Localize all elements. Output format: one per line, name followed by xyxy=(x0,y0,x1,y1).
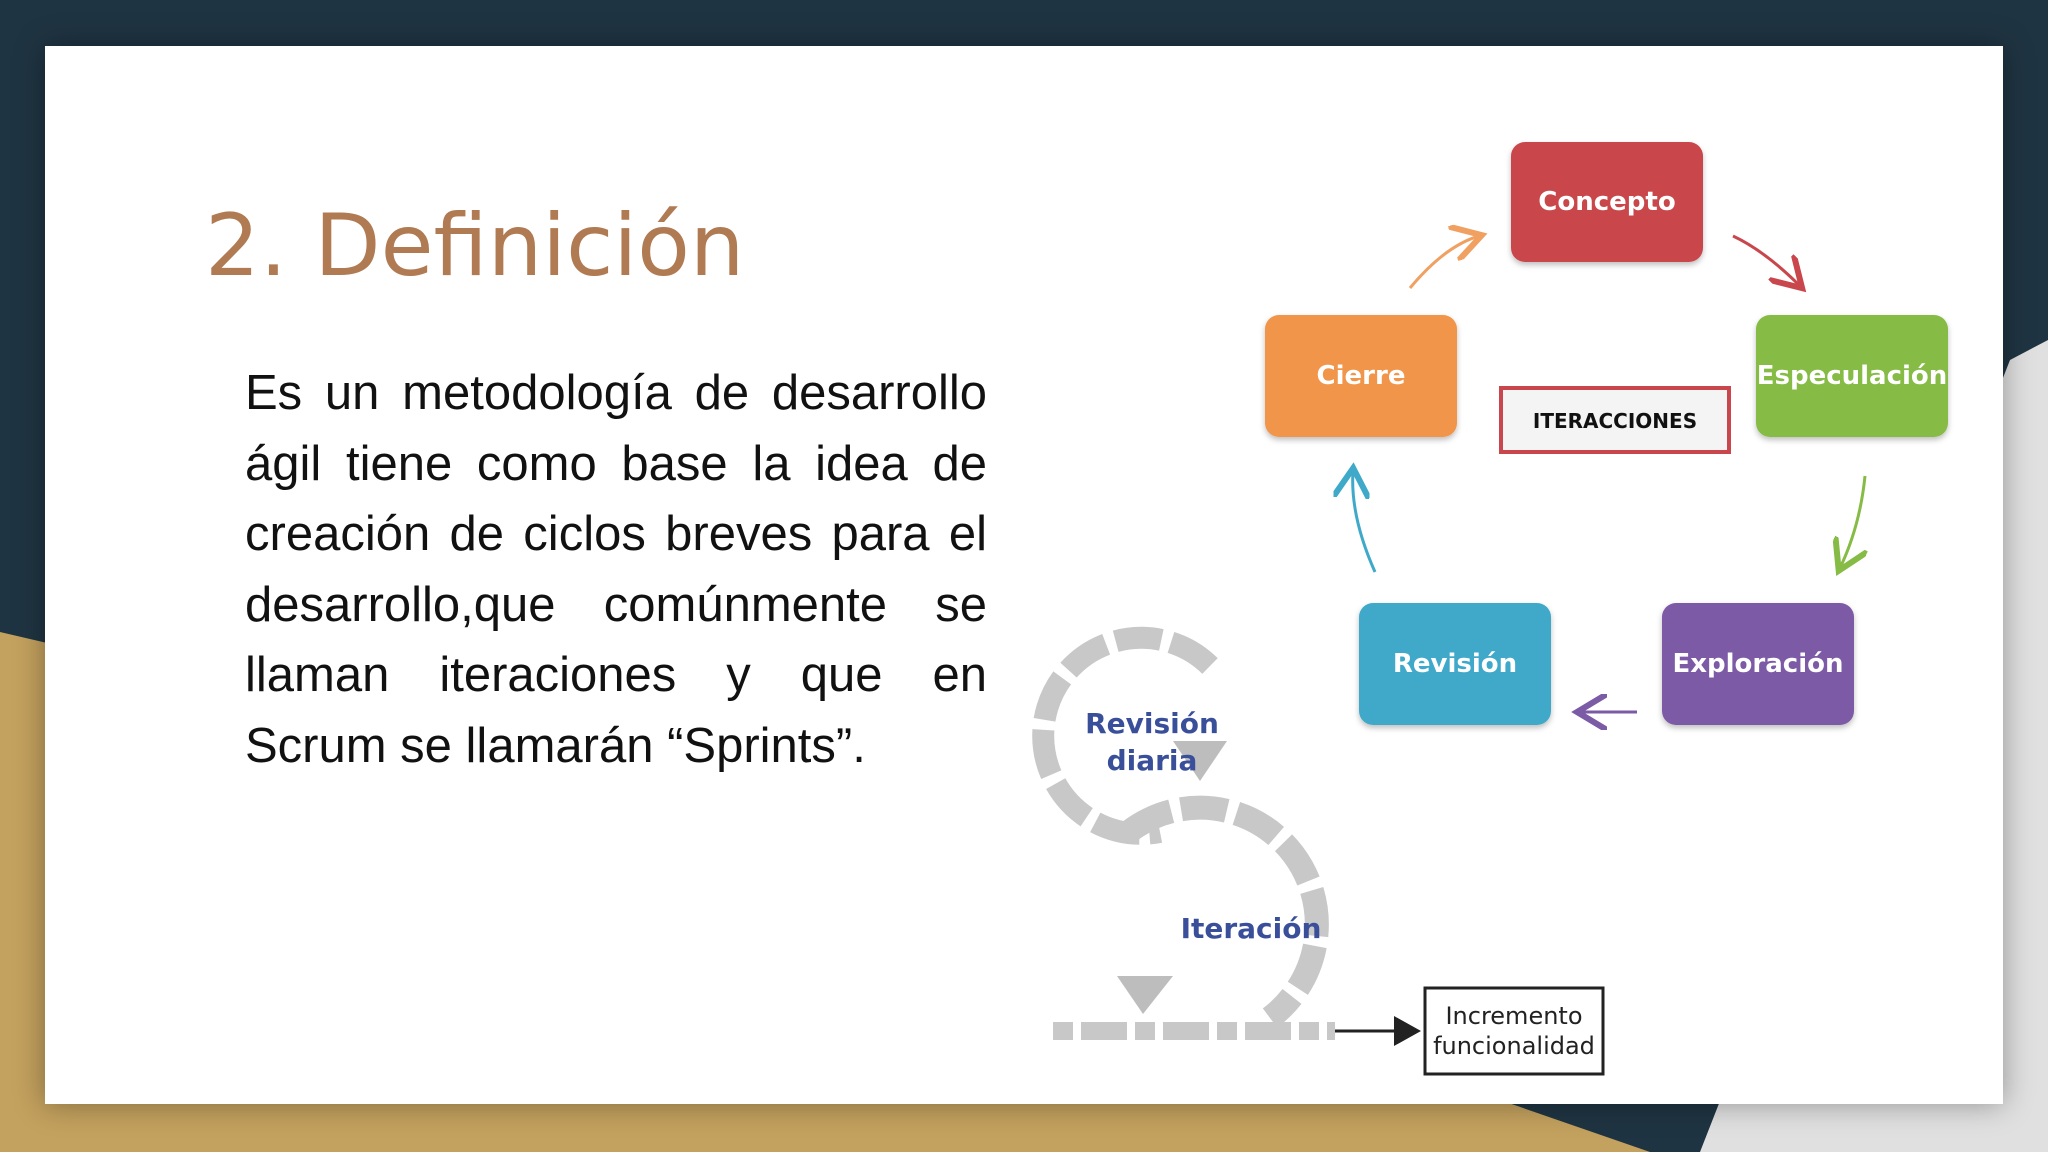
daily-review-label-2: diaria xyxy=(1107,744,1198,777)
daily-review-arrowhead xyxy=(1173,741,1227,781)
output-box xyxy=(1423,986,1605,1076)
stage-concepto-label: Concepto xyxy=(1538,187,1675,217)
arrow-cierre-to-concepto xyxy=(1408,236,1479,289)
iteraciones-label: ITERACCIONES xyxy=(1533,409,1697,433)
stage-exploracion: Exploración xyxy=(1662,603,1854,725)
iteration-label: Iteración xyxy=(1181,912,1322,945)
slide-body-text: Es un metodología de desarrollo ágil tie… xyxy=(245,366,987,773)
daily-review-label-1: Revisión xyxy=(1085,707,1219,740)
iteration-arc xyxy=(1122,795,1329,1028)
arrow-concepto-to-especulacion xyxy=(1732,234,1800,286)
daily-review-arc xyxy=(1032,626,1218,845)
arrow-especulacion-to-exploracion xyxy=(1840,475,1865,568)
stage-cierre-label: Cierre xyxy=(1317,361,1406,391)
slide-card: 2. Definición Es un metodología de desar… xyxy=(45,46,2003,1104)
stage-exploracion-label: Exploración xyxy=(1673,649,1844,679)
stage-cierre: Cierre xyxy=(1265,315,1457,437)
output-label-2: funcionalidad xyxy=(1433,1032,1595,1060)
scrum-iteration-diagram: Revisión diaria Iteración Incremento fun… xyxy=(1032,626,1605,1076)
slide-title: 2. Definición xyxy=(205,196,745,296)
iteration-arrowhead xyxy=(1117,976,1173,1014)
iteraciones-label-box: ITERACCIONES xyxy=(1499,386,1731,454)
arrow-revision-to-cierre xyxy=(1353,471,1377,573)
stage-especulacion: Especulación xyxy=(1756,315,1948,437)
stage-especulacion-label: Especulación xyxy=(1757,361,1948,391)
stage-revision: Revisión xyxy=(1359,603,1551,725)
diagrams: Concepto Especulación Exploración Revisi… xyxy=(1032,142,1948,1076)
stage-revision-label: Revisión xyxy=(1393,649,1517,679)
stage-concepto: Concepto xyxy=(1511,142,1703,262)
output-label-1: Incremento xyxy=(1445,1002,1582,1030)
